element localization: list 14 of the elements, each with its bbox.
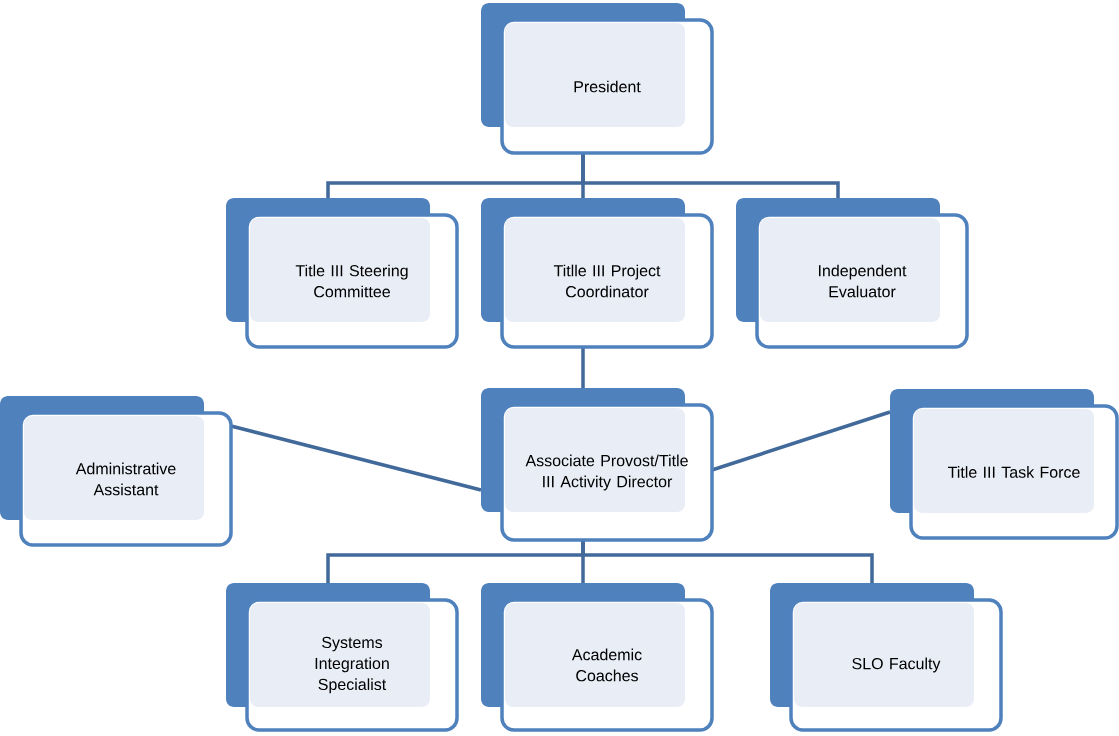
connector-line xyxy=(581,540,874,583)
org-box: Administrative Assistant xyxy=(0,396,233,547)
org-box: Title III Task Force xyxy=(890,389,1119,540)
connector-line xyxy=(581,153,840,198)
org-box: Academic Coaches xyxy=(481,583,714,732)
org-box: President xyxy=(481,3,714,155)
connector-line xyxy=(230,424,482,492)
org-box: SLO Faculty xyxy=(770,583,1003,732)
connector-line xyxy=(581,347,585,388)
org-box: Independent Evaluator xyxy=(736,198,969,349)
org-box: Systems Integration Specialist xyxy=(226,583,459,732)
org-box: Title III Steering Committee xyxy=(226,198,459,349)
org-box: Associate Provost/Title III Activity Director xyxy=(481,388,714,542)
org-box: Titlle III Project Coordinator xyxy=(481,198,714,349)
